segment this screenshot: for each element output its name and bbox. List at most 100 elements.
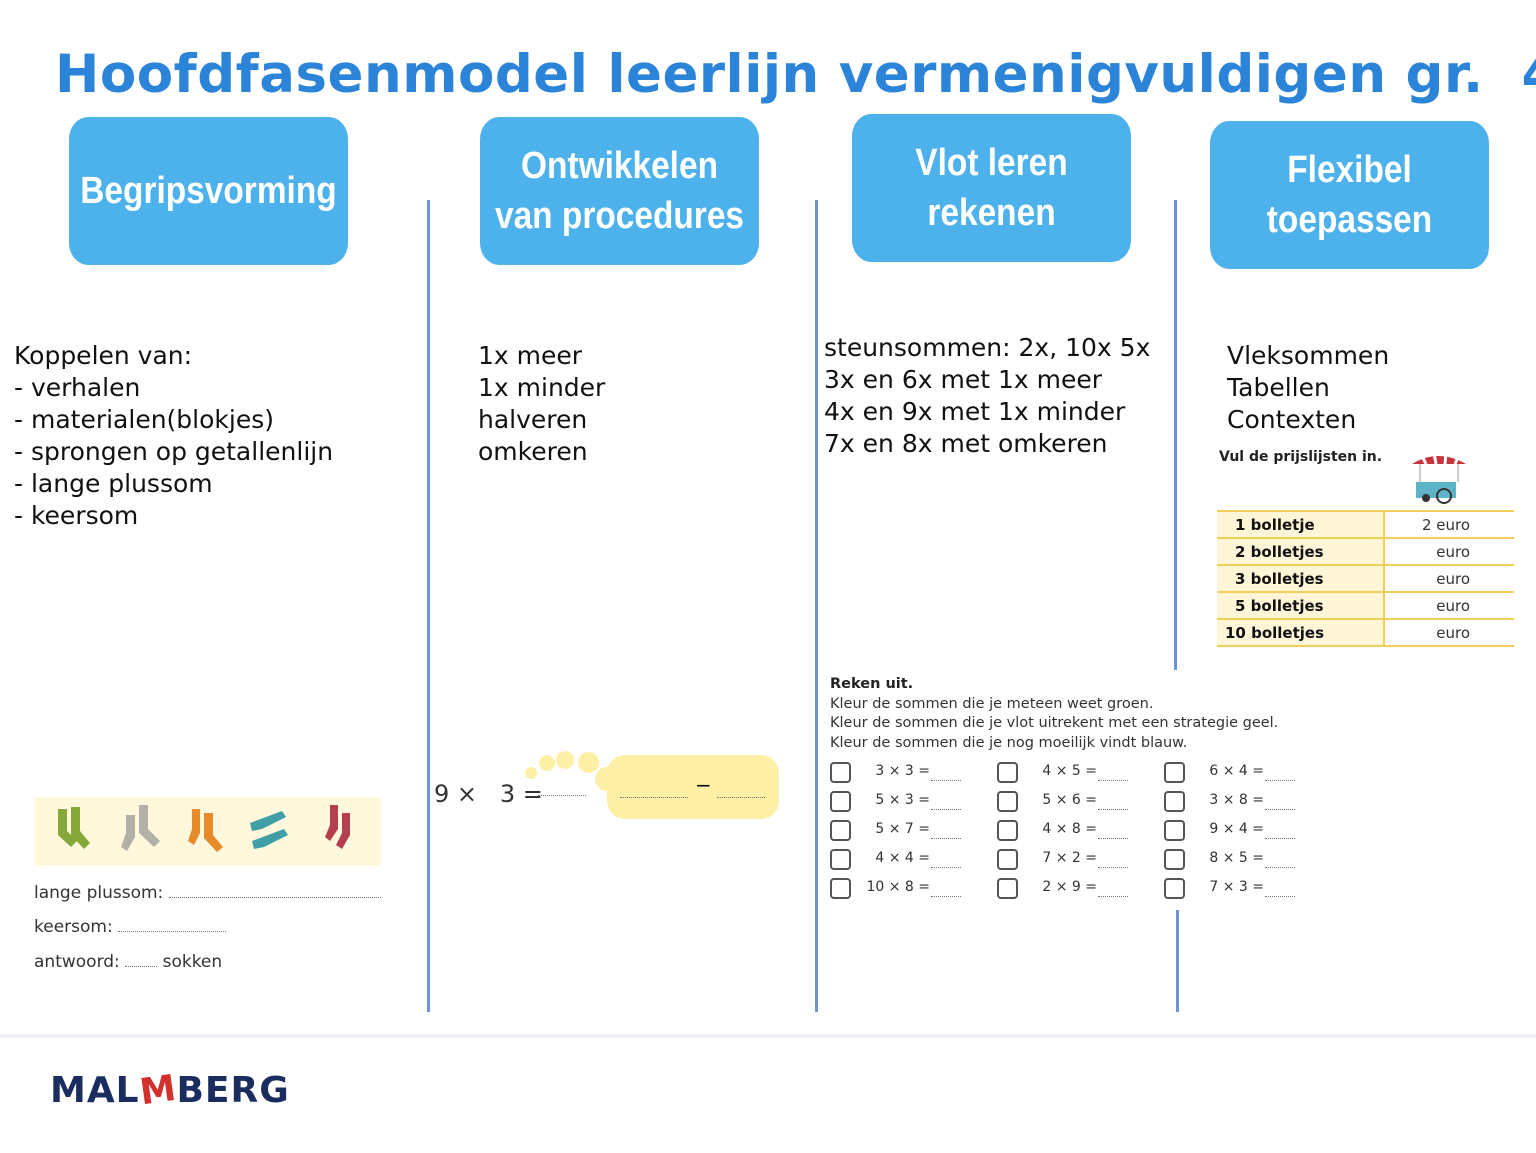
answer-blank[interactable] [1098,853,1128,868]
answer-blank[interactable] [1098,882,1128,897]
item-cell: 5 bolletjes [1217,591,1385,620]
pricelist-heading: Vul de prijslijsten in. [1219,449,1383,465]
sum-expression: 4 × 8 = [1042,821,1097,837]
instruction: Kleur de sommen die je nog moeilijk vind… [830,734,1188,751]
procedure-expression: 9 × 3 = [434,780,543,808]
color-checkbox[interactable] [1164,762,1185,783]
sum-expression: 7 × 3 = [1209,879,1264,895]
text-line: 4x en 9x met 1x minder [824,397,1126,426]
price-cell[interactable]: euro [1384,591,1514,620]
phase-flexibel: Flexibel toepassen [1210,121,1489,269]
sum-expression: 2 × 9 = [1042,879,1097,895]
price-cell[interactable]: euro [1384,564,1514,593]
answer-blank[interactable] [1265,882,1295,897]
unit: sokken [162,952,223,972]
label: lange plussom: [34,883,164,903]
text-line: - verhalen [14,373,141,402]
item-cell: 10 bolletjes [1217,618,1385,647]
sum-expression: 5 × 6 = [1042,792,1097,808]
price-cell[interactable]: euro [1384,537,1514,566]
answer-blank[interactable] [168,897,381,898]
answer-blank[interactable] [931,882,961,897]
answer-blank[interactable] [1098,766,1128,781]
exercise-text: Reken uit. Kleur de sommen die je meteen… [830,675,1278,753]
item-cell: 1 bolletje [1217,510,1385,539]
color-checkbox[interactable] [830,820,851,841]
color-checkbox[interactable] [997,791,1018,812]
color-checkbox[interactable] [997,878,1018,899]
column-text-3: steunsommen: 2x, 10x 5x 3x en 6x met 1x m… [824,332,1150,460]
answer-blank[interactable] [931,766,961,781]
text-line: Koppelen van: [14,341,193,370]
text-line: - keersom [14,501,139,530]
answer-blank[interactable] [538,795,586,796]
thought-bubble: − [525,751,785,825]
color-checkbox[interactable] [997,820,1018,841]
sum-expression: 3 × 8 = [1209,792,1264,808]
color-checkbox[interactable] [830,849,851,870]
sum-expression: 4 × 4 = [875,850,930,866]
ice-cream-cart-icon [1412,452,1466,504]
answer-blank[interactable] [931,795,961,810]
color-checkbox[interactable] [997,849,1018,870]
sum-expression: 5 × 7 = [875,821,930,837]
answer-blank[interactable] [1098,824,1128,839]
answer-blank[interactable] [1265,853,1295,868]
sum-expression: 4 × 5 = [1042,763,1097,779]
color-checkbox[interactable] [1164,791,1185,812]
answer-blank[interactable] [620,797,688,798]
socks-label-keersom: keersom: [34,917,227,937]
gray-socks-icon [121,805,160,851]
sum-expression: 7 × 2 = [1042,850,1097,866]
exercise-heading: Reken uit. [830,676,914,692]
text-line: omkeren [478,437,588,466]
phase-label: Vlot leren rekenen [915,142,1068,234]
price-cell[interactable]: 2 euro [1384,510,1514,539]
color-checkbox[interactable] [1164,878,1185,899]
sum-expression: 5 × 3 = [875,792,930,808]
text-line: steunsommen: 2x, 10x 5x [824,333,1151,362]
phase-label: Ontwikkelen van procedures [494,145,745,237]
footer-divider [0,1034,1536,1038]
answer-blank[interactable] [1265,766,1295,781]
answer-blank[interactable] [118,931,227,932]
text-line: Vleksommen [1227,341,1390,370]
column-text-1: Koppelen van: - verhalen - materialen(blok… [14,340,333,532]
color-checkbox[interactable] [830,762,851,783]
color-checkbox[interactable] [830,791,851,812]
text-line: Contexten [1227,405,1357,434]
text-line: - sprongen op getallenlijn [14,437,334,466]
price-cell[interactable]: euro [1384,618,1514,647]
answer-blank[interactable] [717,797,765,798]
divider [815,200,818,1012]
phase-label: Begripsvorming [80,170,337,212]
answer-blank[interactable] [1265,795,1295,810]
text-line: - lange plussom [14,469,213,498]
malmberg-logo: MALMBERG [50,1067,290,1114]
sum-expression: 9 × 4 = [1209,821,1264,837]
text-line: 3x en 6x met 1x meer [824,365,1102,394]
answer-blank[interactable] [125,966,158,967]
socks-illustration [34,797,381,866]
phase-begripsvorming: Begripsvorming [69,117,348,265]
item-cell: 3 bolletjes [1217,564,1385,593]
text-line: halveren [478,405,588,434]
color-checkbox[interactable] [1164,849,1185,870]
color-checkbox[interactable] [830,878,851,899]
answer-blank[interactable] [931,824,961,839]
sum-expression: 6 × 4 = [1209,763,1264,779]
answer-blank[interactable] [931,853,961,868]
answer-blank[interactable] [1265,824,1295,839]
text-line: - materialen(blokjes) [14,405,274,434]
socks-label-plussom: lange plussom: [34,883,381,903]
answer-blank[interactable] [1098,795,1128,810]
color-checkbox[interactable] [997,762,1018,783]
color-checkbox[interactable] [1164,820,1185,841]
sum-expression: 8 × 5 = [1209,850,1264,866]
